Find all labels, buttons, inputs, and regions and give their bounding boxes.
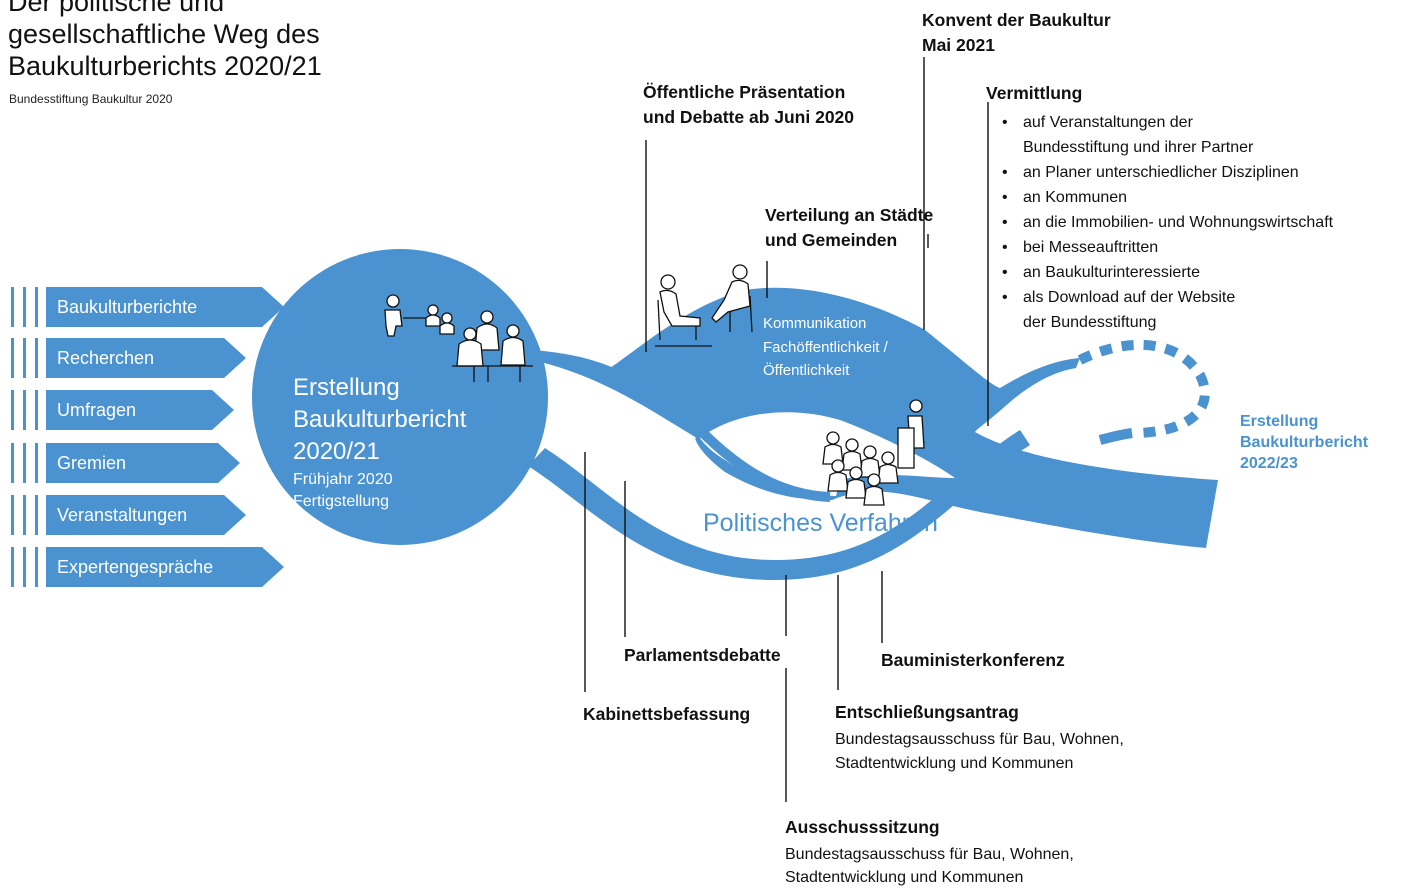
konvent-line2: Mai 2021 — [922, 33, 995, 58]
entschliessung-sub2: Stadtentwicklung und Kommunen — [835, 752, 1073, 776]
circle-sub-line2: Fertigstellung — [293, 491, 389, 513]
communication-line2: Fachöffentlichkeit / — [763, 337, 888, 358]
kabinett-label: Kabinettsbefassung — [583, 702, 750, 727]
circle-title-line2: Baukulturbericht — [293, 404, 466, 435]
verteilung-line2: und Gemeinden — [765, 228, 897, 253]
political-label: Politisches Verfahren — [703, 506, 938, 540]
circle-sub-line1: Frühjahr 2020 — [293, 469, 393, 491]
vermittlung-item: auf Veranstaltungen der — [1000, 110, 1333, 135]
vermittlung-item-continued: Bundesstiftung und ihrer Partner — [1000, 135, 1333, 160]
input-label-expertengespraeche: Expertengespräche — [57, 547, 213, 587]
input-label-baukulturberichte: Baukulturberichte — [57, 287, 197, 327]
vermittlung-title: Vermittlung — [986, 81, 1082, 106]
communication-line1: Kommunikation — [763, 313, 866, 334]
entschliessung-label: Entschließungsantrag — [835, 700, 1019, 725]
input-label-gremien: Gremien — [57, 443, 126, 483]
parlament-label: Parlamentsdebatte — [624, 643, 781, 668]
praesentation-line2: und Debatte ab Juni 2020 — [643, 105, 854, 130]
vermittlung-item: an Planer unterschiedlicher Disziplinen — [1000, 160, 1333, 185]
vermittlung-item: bei Messeauftritten — [1000, 235, 1333, 260]
circle-title-line3: 2020/21 — [293, 436, 380, 467]
page-subtitle: Bundesstiftung Baukultur 2020 — [9, 92, 172, 106]
right-strand — [1100, 433, 1132, 440]
next-line1: Erstellung — [1240, 411, 1318, 432]
dashed-loop — [1080, 345, 1205, 433]
vermittlung-item: an die Immobilien- und Wohnungswirtschaf… — [1000, 210, 1333, 235]
input-label-recherchen: Recherchen — [57, 338, 154, 378]
page-title: Der politische und gesellschaftliche Weg… — [8, 0, 428, 82]
verteilung-line1: Verteilung an Städte — [765, 203, 933, 228]
ausschuss-label: Ausschusssitzung — [785, 815, 940, 840]
praesentation-line1: Öffentliche Präsentation — [643, 80, 845, 105]
input-label-veranstaltungen: Veranstaltungen — [57, 495, 187, 535]
entschliessung-sub1: Bundestagsausschuss für Bau, Wohnen, — [835, 728, 1124, 752]
vermittlung-item-continued: der Bundesstiftung — [1000, 310, 1333, 335]
vermittlung-item: an Baukulturinteressierte — [1000, 260, 1333, 285]
vermittlung-list: auf Veranstaltungen der Bundesstiftung u… — [1000, 110, 1333, 335]
vermittlung-item: als Download auf der Website — [1000, 285, 1333, 310]
input-label-umfragen: Umfragen — [57, 390, 136, 430]
next-line2: Baukulturbericht — [1240, 432, 1368, 453]
konvent-line1: Konvent der Baukultur — [922, 8, 1111, 33]
ausschuss-sub1: Bundestagsausschuss für Bau, Wohnen, — [785, 843, 1074, 867]
circle-title-line1: Erstellung — [293, 372, 400, 403]
vermittlung-item: an Kommunen — [1000, 185, 1333, 210]
next-line3: 2022/23 — [1240, 453, 1298, 474]
input-arrows — [11, 287, 284, 587]
ausschuss-sub2: Stadtentwicklung und Kommunen — [785, 866, 1023, 890]
bauminister-label: Bauministerkonferenz — [881, 648, 1065, 673]
communication-line3: Öffentlichkeit — [763, 360, 849, 381]
